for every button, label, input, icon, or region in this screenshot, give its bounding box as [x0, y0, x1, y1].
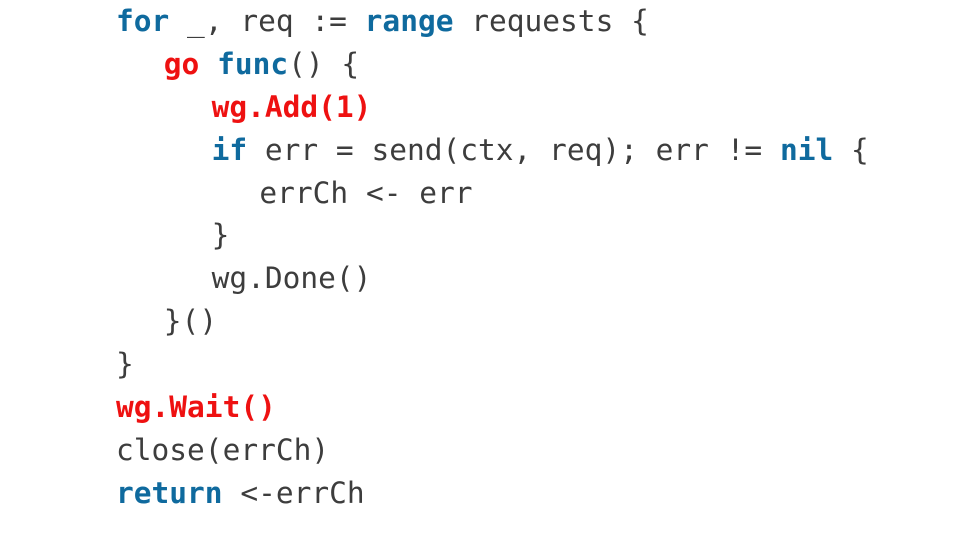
code-token-plain: close(errCh)	[116, 432, 330, 467]
code-line: errCh <- err	[0, 172, 960, 215]
code-line: go func() {	[0, 43, 960, 86]
code-token-keyword: return	[116, 475, 223, 510]
code-token-accent: wg.Add(1)	[211, 89, 372, 124]
code-line: }	[0, 214, 960, 257]
code-token-plain: }()	[163, 304, 218, 339]
code-token-plain: requests {	[453, 4, 649, 38]
code-line: wg.Add(1)	[0, 86, 960, 129]
code-line: for _, req := range requests {	[0, 0, 960, 43]
code-line: close(errCh)	[0, 429, 960, 472]
code-token-accent: go	[163, 46, 200, 81]
code-token-plain: err = send(ctx, req); err !=	[247, 132, 780, 167]
code-token-keyword: func	[217, 46, 289, 81]
code-token-plain: errCh <- err	[259, 175, 473, 210]
code-token-keyword: nil	[779, 132, 834, 167]
code-token-keyword: range	[364, 4, 454, 38]
code-line: return <-errCh	[0, 472, 960, 515]
code-line: wg.Wait()	[0, 386, 960, 429]
code-line: }()	[0, 300, 960, 343]
code-line: }	[0, 343, 960, 386]
code-token-accent: wg.Wait()	[116, 390, 276, 425]
code-token-plain: () {	[288, 46, 360, 81]
code-token-plain: {	[833, 132, 869, 167]
code-token-plain: }	[116, 347, 134, 382]
code-token-keyword: for	[116, 4, 170, 38]
code-token-plain	[199, 47, 217, 81]
code-token-plain: wg.Done()	[211, 261, 372, 296]
code-token-plain: <-errCh	[222, 475, 365, 510]
code-token-keyword: if	[211, 132, 248, 167]
code-line: wg.Done()	[0, 257, 960, 300]
code-line: if err = send(ctx, req); err != nil {	[0, 129, 960, 172]
code-token-plain: _, req :=	[169, 4, 365, 38]
code-token-plain: }	[211, 218, 230, 253]
